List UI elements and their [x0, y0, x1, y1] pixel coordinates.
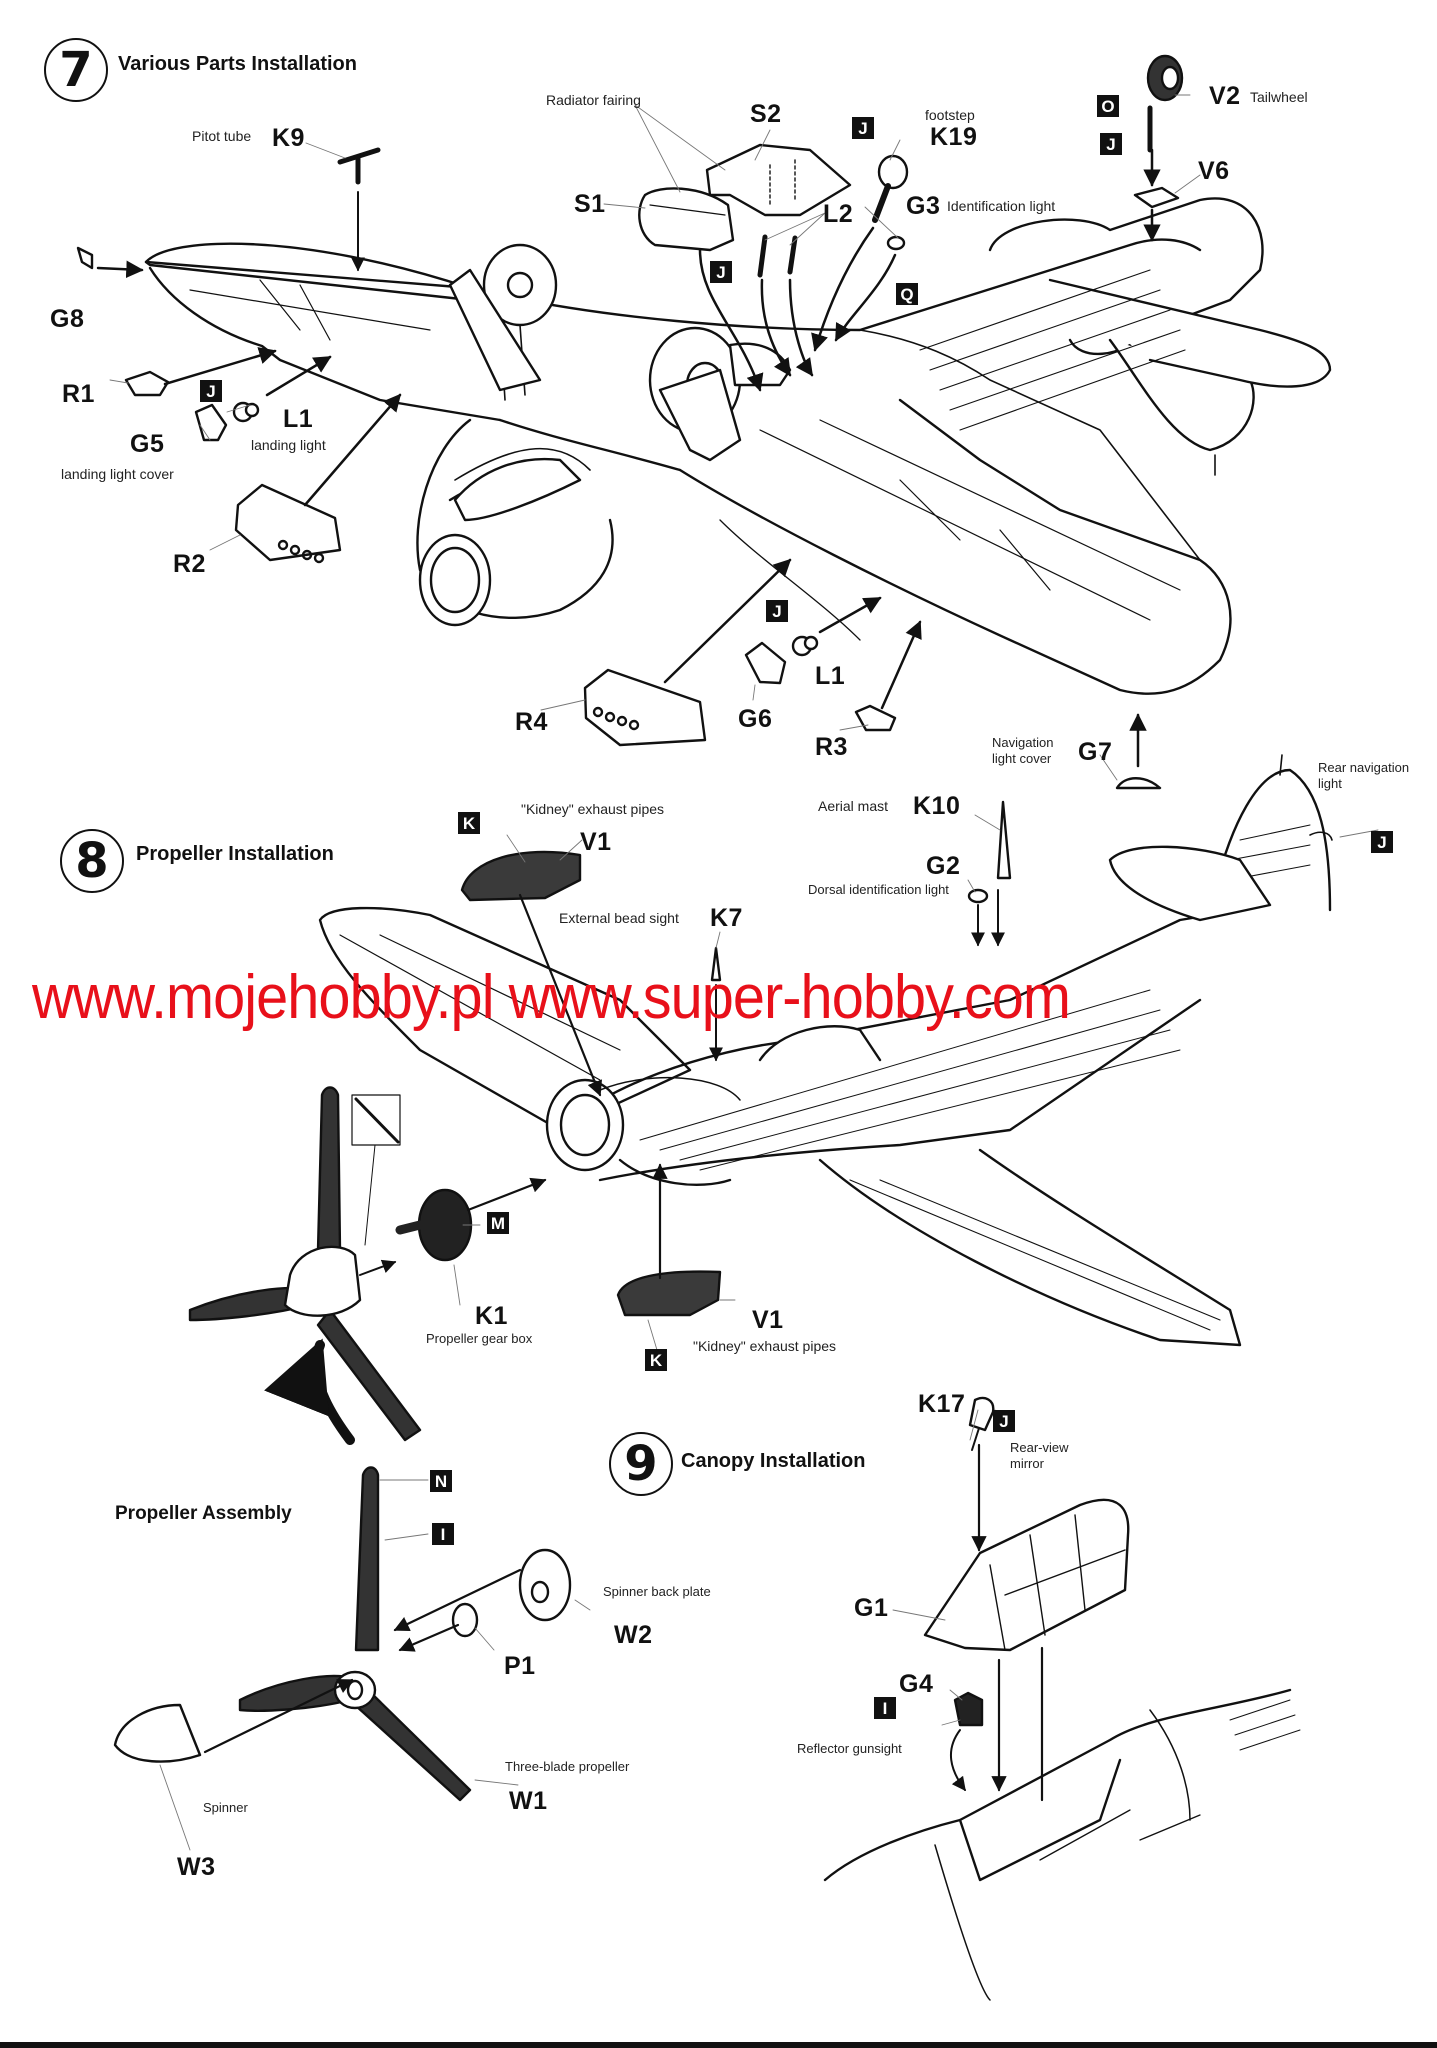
part-description: Tailwheel — [1250, 89, 1308, 105]
part-code: V2 — [1209, 82, 1241, 110]
page-bottom-edge — [0, 2042, 1437, 2048]
step7-parts — [78, 56, 1182, 788]
part-description: "Kidney" exhaust pipes — [521, 801, 665, 817]
part-code: G2 — [926, 852, 961, 880]
color-tag: J — [710, 261, 732, 283]
part-code: R3 — [815, 733, 848, 761]
part-description: Reflector gunsight — [797, 1741, 902, 1756]
color-tag: M — [487, 1212, 509, 1234]
part-description: Spinner — [203, 1800, 248, 1815]
step9-canopy-drawing — [825, 1398, 1300, 2000]
color-tag: J — [766, 600, 788, 622]
part-code: R2 — [173, 550, 206, 578]
step-title: Canopy Installation — [681, 1450, 866, 1472]
color-tag: J — [200, 380, 222, 402]
color-tag: J — [1100, 133, 1122, 155]
part-description: footstep — [925, 107, 975, 123]
part-description: "Kidney" exhaust pipes — [693, 1338, 837, 1354]
part-description: Spinner back plate — [603, 1584, 711, 1599]
part-code: L1 — [283, 405, 314, 433]
part-code: K17 — [918, 1390, 966, 1418]
part-code: G4 — [899, 1670, 934, 1698]
part-code: W2 — [614, 1621, 653, 1649]
part-code: G3 — [906, 192, 941, 220]
part-description: Aerial mast — [818, 798, 889, 814]
color-tag: J — [852, 117, 874, 139]
part-code: K9 — [272, 124, 305, 152]
part-code: W1 — [509, 1787, 548, 1815]
part-description: Identification light — [947, 198, 1056, 214]
step-title: Propeller Installation — [136, 843, 334, 865]
step-number-badge: 9 — [609, 1432, 673, 1496]
step8-aircraft-drawing — [320, 755, 1332, 1345]
part-description: External bead sight — [559, 910, 679, 926]
color-tag: K — [645, 1349, 667, 1371]
part-code: W3 — [177, 1853, 216, 1881]
leader-lines — [110, 95, 1378, 1850]
part-code: L1 — [815, 662, 846, 690]
part-description: landing light — [251, 437, 326, 453]
part-code: G1 — [854, 1594, 889, 1622]
part-code: R1 — [62, 380, 95, 408]
part-code: K7 — [710, 904, 743, 932]
part-code: K10 — [913, 792, 961, 820]
step-title: Various Parts Installation — [118, 53, 357, 75]
step7-aircraft-drawing — [146, 198, 1330, 693]
color-tag: Q — [896, 283, 918, 305]
part-code: G5 — [130, 430, 165, 458]
step-number-badge: 8 — [60, 829, 124, 893]
color-tag: I — [432, 1523, 454, 1545]
part-code: K1 — [475, 1302, 508, 1330]
sub-assembly-title: Propeller Assembly — [115, 1503, 292, 1524]
color-tag: I — [874, 1697, 896, 1719]
part-description: Three-blade propeller — [505, 1759, 630, 1774]
part-description: Rear-view mirror — [1010, 1440, 1069, 1472]
part-code: G6 — [738, 705, 773, 733]
part-code: V1 — [752, 1306, 784, 1334]
part-description: Propeller gear box — [426, 1331, 533, 1346]
color-tag: N — [430, 1470, 452, 1492]
part-code: L2 — [823, 200, 854, 228]
part-description: Rear navigation light — [1318, 760, 1410, 792]
part-description: Navigation light cover — [992, 735, 1054, 767]
part-code: G7 — [1078, 738, 1113, 766]
color-tag: K — [458, 812, 480, 834]
part-code: V1 — [580, 828, 612, 856]
step8-parts — [190, 802, 1010, 1440]
part-code: S1 — [574, 190, 606, 218]
part-code: R4 — [515, 708, 548, 736]
part-code: G8 — [50, 305, 85, 333]
part-code: P1 — [504, 1652, 536, 1680]
color-tag: O — [1097, 95, 1119, 117]
part-code: V6 — [1198, 157, 1230, 185]
part-description: Dorsal identification light — [808, 882, 949, 897]
part-description: landing light cover — [61, 466, 174, 482]
color-tag: J — [1371, 831, 1393, 853]
step-number-badge: 7 — [44, 38, 108, 102]
part-code: K19 — [930, 123, 978, 151]
part-code: S2 — [750, 100, 782, 128]
part-description: Radiator fairing — [546, 92, 641, 108]
propeller-assembly-drawing — [115, 1468, 570, 1801]
color-tag: J — [993, 1410, 1015, 1432]
part-description: Pitot tube — [192, 128, 252, 144]
